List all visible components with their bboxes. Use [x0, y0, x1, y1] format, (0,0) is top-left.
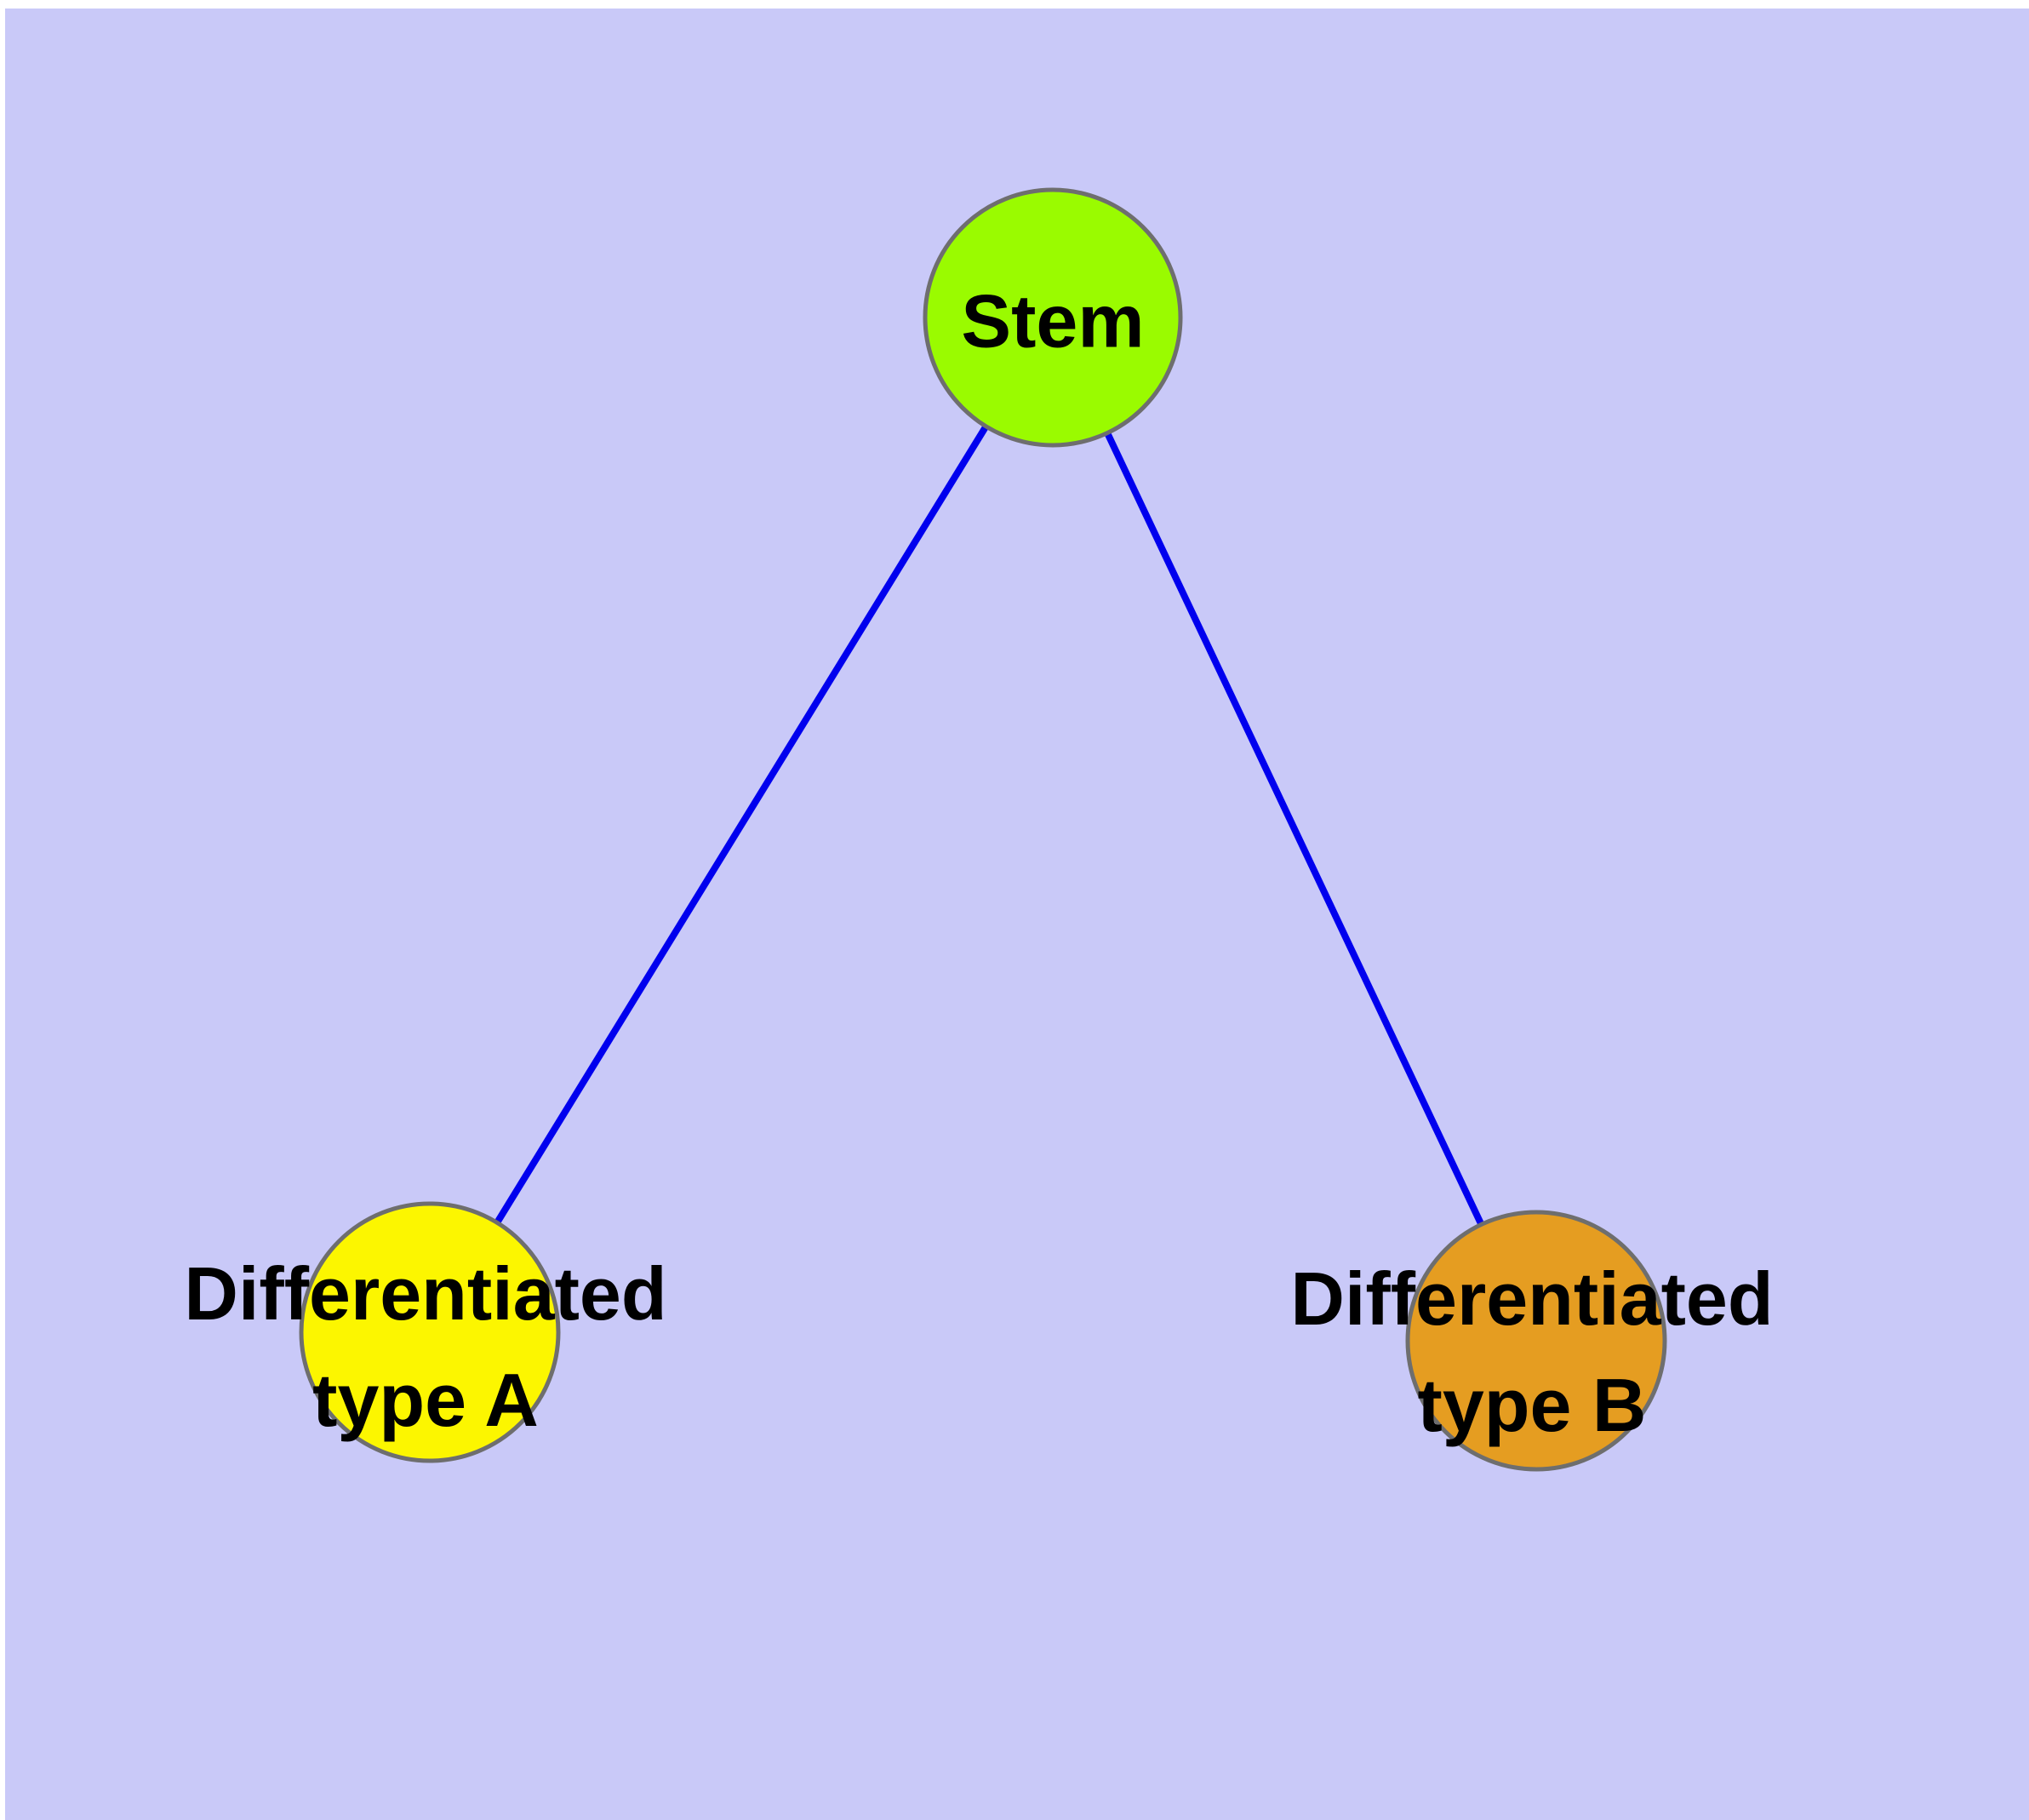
edge-stem-to-type-a [426, 315, 1056, 1335]
node-differentiated-type-b-circle [1405, 1210, 1667, 1472]
node-differentiated-type-a-circle [299, 1201, 561, 1463]
edge-stem-to-type-b [1049, 316, 1540, 1342]
node-stem-circle [923, 187, 1183, 448]
